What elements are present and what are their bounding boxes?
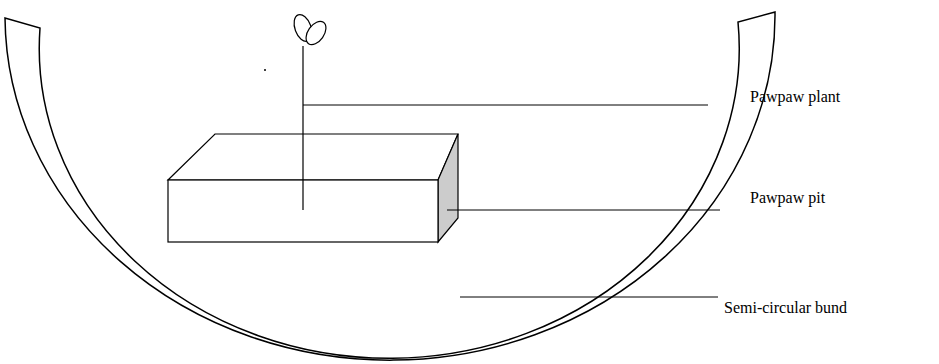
leader-line [460,297,718,298]
part-label: Pawpaw plant [750,87,840,107]
leader-line [447,210,720,211]
pit-side-face [438,134,458,242]
pit-top-face [168,134,458,180]
plant-stem [302,46,303,210]
leader-line [303,105,708,106]
part-label: Pawpaw pit [750,188,825,208]
part-label: Semi-circular bund [724,298,847,318]
semi-circular-bund [5,12,775,360]
speck [264,69,266,71]
plant-leaf [302,18,330,48]
